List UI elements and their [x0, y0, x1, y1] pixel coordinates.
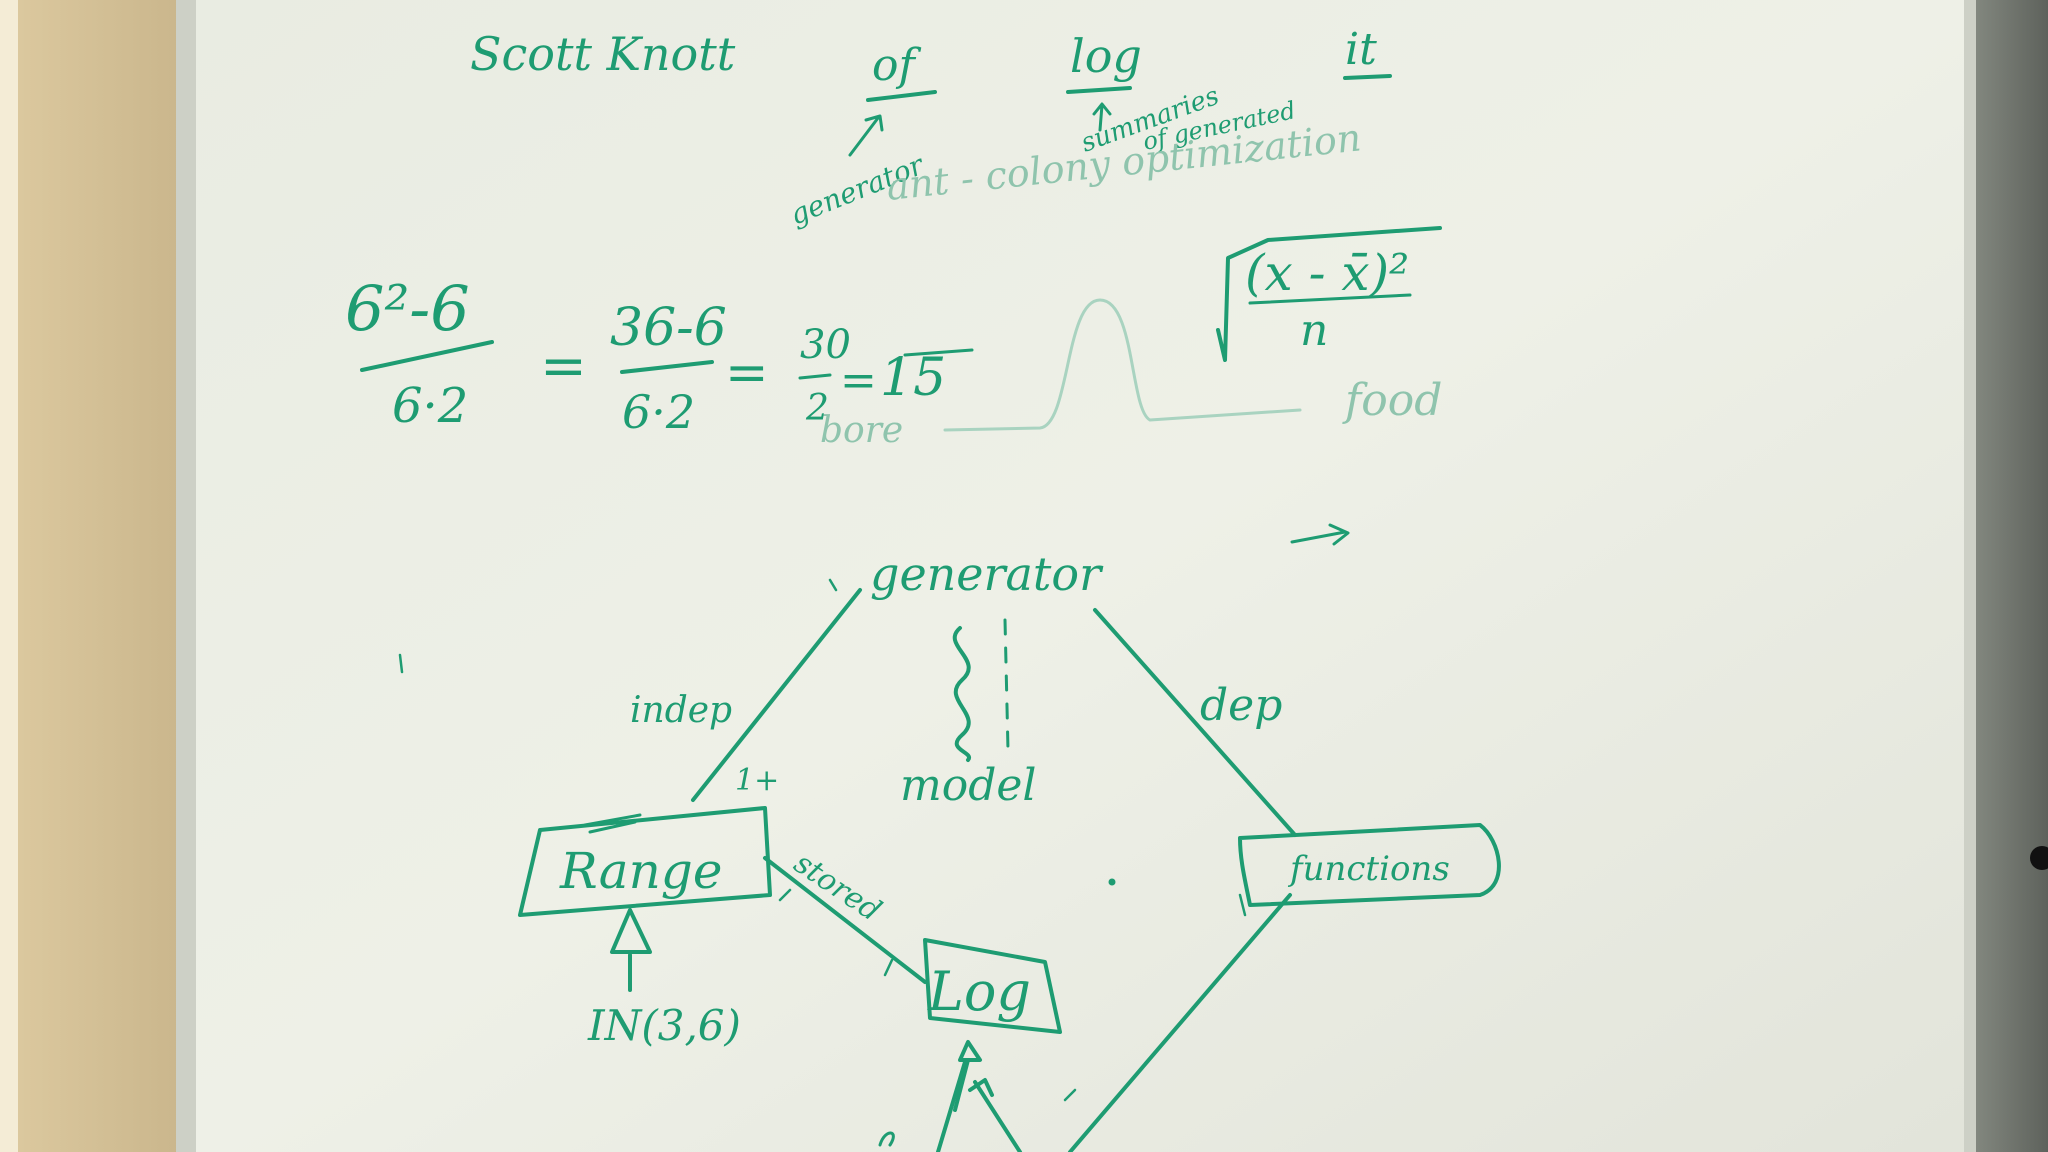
arrow-to-of: [848, 114, 884, 157]
edge-label-dep: dep: [1200, 680, 1282, 731]
range-instance-label: IN(3,6): [587, 1001, 741, 1050]
misc-tick-1: [398, 653, 404, 674]
equals-2: =: [725, 343, 769, 403]
dot-mark: [1108, 878, 1116, 886]
functions-box: [1238, 823, 1501, 907]
curve-label-left: bore: [820, 410, 903, 451]
multiplicity-left: 1+: [735, 763, 779, 798]
bottom-cutoff-text: [878, 1131, 895, 1147]
word-log: log: [1070, 29, 1142, 83]
wall-left: [0, 0, 200, 1152]
misc-tick-4: [883, 958, 894, 977]
sqrt-numerator: (x - x̄)²: [1245, 244, 1409, 302]
magnet: [2030, 846, 2048, 870]
edge-generator-range: [691, 588, 862, 802]
edge-label-indep: indep: [630, 690, 732, 731]
range-box: [518, 806, 772, 917]
log-inheritance-arrow: [953, 1040, 982, 1112]
range-box-label: Range: [559, 842, 722, 900]
model-dependency-mark: [952, 626, 972, 762]
sqrt-sign: [1216, 226, 1442, 362]
scribble-mark: [1290, 523, 1350, 546]
wall-edge: [0, 0, 18, 1152]
fraction-2-denominator: 6·2: [622, 385, 695, 439]
diagram-top-generator: generator: [870, 547, 1104, 601]
curve-label-right: food: [1342, 375, 1442, 426]
bell-curve: [943, 298, 1302, 432]
fraction-1-denominator: 6·2: [392, 378, 468, 434]
fraction-2-numerator: 36-6: [610, 298, 727, 358]
log-box-label: Log: [927, 960, 1031, 1023]
edge-range-log: [763, 856, 927, 984]
edge-generator-functions: [1093, 608, 1297, 837]
sqrt-denominator: n: [1300, 305, 1328, 356]
range-inheritance-arrow: [610, 908, 652, 992]
arrow-to-log: [1092, 102, 1112, 132]
misc-tick-3: [778, 888, 792, 902]
name-text: Scott Knott: [470, 27, 736, 81]
edge-functions-bottom: [1068, 893, 1292, 1152]
bottom-arrows: [936, 1060, 1022, 1152]
misc-tick-2: [828, 578, 838, 592]
word-of: of: [872, 40, 921, 91]
misc-tick-5: [1238, 893, 1247, 917]
result-15: 15: [880, 348, 946, 408]
word-it: it: [1345, 24, 1377, 75]
misc-tick-6: [1063, 1088, 1077, 1102]
equals-3: =: [840, 355, 877, 406]
board-surface: [196, 0, 1964, 1152]
range-scribble: [583, 813, 642, 834]
fraction-3-numerator: 30: [800, 322, 851, 368]
model-dashes: [1003, 618, 1010, 752]
functions-box-label: functions: [1287, 849, 1450, 889]
equals-1: =: [540, 334, 587, 399]
fraction-1-numerator: 6²-6: [345, 272, 470, 345]
center-model: model: [900, 760, 1037, 811]
log-box: [923, 938, 1062, 1034]
fraction-3-denominator: 2: [805, 388, 829, 429]
